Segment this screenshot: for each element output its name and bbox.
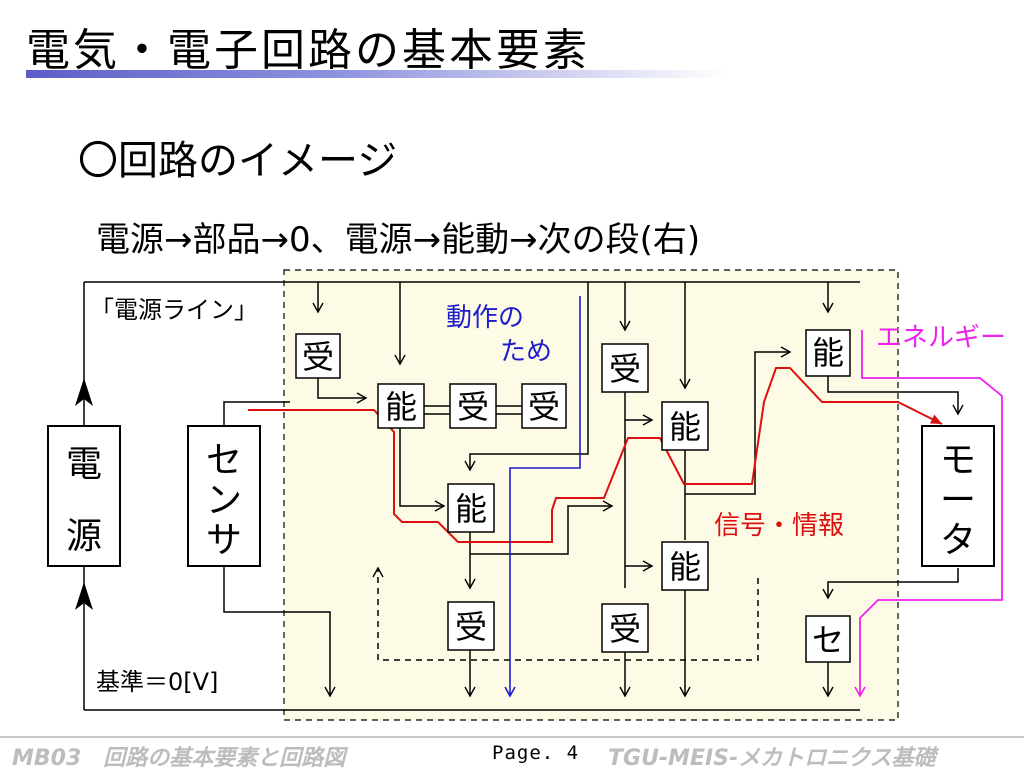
sensor-small-label: セ: [812, 621, 844, 659]
signal-flow: [248, 367, 943, 543]
footer-page-number: Page. 4: [492, 742, 580, 764]
operation-label-line2: ため: [500, 337, 552, 367]
circuit-area: [283, 269, 899, 721]
slide-title: 電気・電子回路の基本要素: [26, 25, 590, 76]
passive-box: [601, 343, 649, 393]
power-supply-char-1: 電: [66, 444, 102, 485]
passive-label: 受: [528, 388, 560, 426]
sensor-char-2: ン: [206, 480, 242, 521]
motor-block: [921, 425, 995, 567]
passive-label: 受: [609, 350, 641, 388]
title-underline: [26, 70, 726, 78]
passive-box: [447, 601, 495, 651]
active-box: [377, 383, 425, 429]
sensor-block: [187, 425, 261, 567]
passive-box: [449, 383, 497, 429]
energy-flow: [854, 330, 1003, 698]
circuit-diagram: 電 源 セ ン サ モ ー タ 受 能 受 受 受 能 能 能 能 受 受 セ …: [47, 269, 1006, 721]
power-up-arrow-top: [75, 378, 93, 406]
section-heading: 〇回路のイメージ: [78, 138, 398, 184]
sensor-char-1: セ: [206, 440, 242, 481]
energy-label: エネルギー: [876, 323, 1006, 353]
passive-label: 受: [455, 608, 487, 646]
passive-box: [521, 383, 567, 429]
sensor-small-box: [805, 615, 851, 663]
circuit-description: 電源→部品→0、電源→能動→次の段(右): [96, 220, 701, 260]
active-label: 能: [812, 334, 844, 372]
passive-label: 受: [457, 388, 489, 426]
wires: [83, 281, 964, 711]
footer-rule: [0, 736, 1024, 738]
power-line-label: 「電源ライン」: [90, 296, 258, 324]
passive-label: 受: [609, 610, 641, 648]
signal-label: 信号・情報: [714, 511, 844, 541]
sensor-char-3: サ: [206, 520, 242, 561]
motor-char-2: ー: [940, 480, 976, 521]
motor-char-1: モ: [940, 440, 976, 481]
footer-program-title: TGU-MEIS-メカトロニクス基礎: [608, 746, 936, 771]
active-box: [447, 483, 495, 533]
passive-box: [601, 603, 649, 653]
passive-label: 受: [302, 338, 334, 376]
active-label: 能: [455, 490, 487, 528]
active-box: [661, 541, 709, 591]
ground-label: 基準＝0[V]: [96, 668, 218, 696]
passive-box: [295, 333, 341, 379]
active-label: 能: [669, 408, 701, 446]
power-supply-block: [47, 425, 121, 567]
power-supply-char-2: 源: [66, 516, 102, 557]
footer-course-title: MB03 回路の基本要素と回路図: [12, 746, 346, 771]
motor-char-3: タ: [940, 520, 976, 561]
active-box: [805, 329, 851, 377]
operation-label-line1: 動作の: [446, 303, 524, 333]
active-label: 能: [385, 388, 417, 426]
power-up-arrow-bottom: [75, 582, 93, 610]
footer: MB03 回路の基本要素と回路図 Page. 4 TGU-MEIS-メカトロニク…: [0, 736, 1024, 771]
active-label: 能: [669, 548, 701, 586]
operation-flow: [504, 296, 581, 698]
active-box: [661, 401, 709, 451]
components: 受 能 受 受 受 能 能 能 能 受 受 セ: [295, 329, 851, 663]
